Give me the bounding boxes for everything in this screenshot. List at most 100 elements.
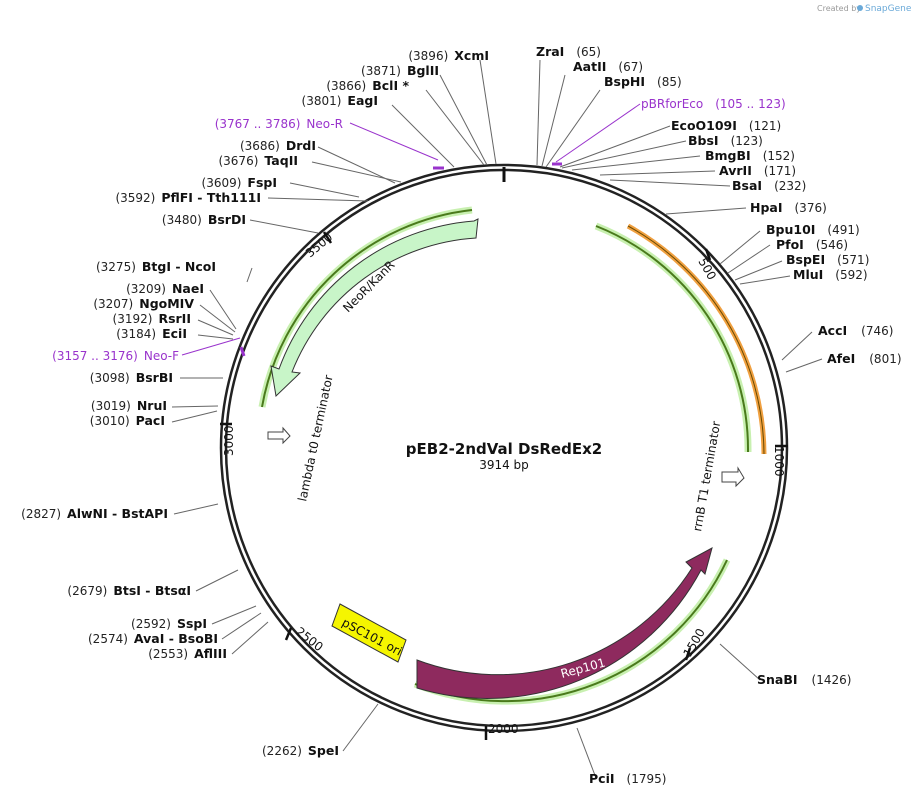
site-position: (571) (837, 253, 869, 267)
ruler-label-1000: 1000 (772, 446, 786, 477)
site-position: (3592) (115, 191, 155, 205)
site-label[interactable]: (2592)SspI (131, 616, 207, 631)
site-name: BsaI (732, 178, 762, 193)
site-name: RsrII (158, 311, 191, 326)
site-name: AatII (573, 59, 606, 74)
site-label[interactable]: (3184)EciI (116, 326, 187, 341)
site-label[interactable]: (2574)AvaI - BsoBI (88, 631, 218, 646)
site-label[interactable]: (3866)BclI * (326, 78, 409, 93)
site-name: ZraI (536, 44, 564, 59)
site-position: (3896) (408, 49, 448, 63)
ruler-label-3000: 3000 (222, 425, 236, 456)
site-label[interactable]: (3592) PflFI - Tth111I (115, 190, 261, 205)
site-label[interactable]: (3207)NgoMIV (93, 296, 194, 311)
site-name: EagI (347, 93, 378, 108)
site-name: BglII (407, 63, 439, 78)
site-label[interactable]: EcoO109I(121) (671, 118, 781, 133)
site-label[interactable]: MluI(592) (793, 267, 868, 282)
site-label[interactable]: BbsI(123) (688, 133, 763, 148)
site-name: BsrBI (136, 370, 173, 385)
site-label[interactable]: (3871)BglII (361, 63, 439, 78)
site-label[interactable]: Bpu10I (491) (766, 222, 860, 237)
site-label[interactable]: (3209)NaeI (126, 281, 204, 296)
site-name: XcmI (454, 48, 489, 63)
site-position: (171) (764, 164, 796, 178)
site-label[interactable]: (3098) BsrBI (90, 370, 173, 385)
site-label[interactable]: AccI(746) (818, 323, 893, 338)
site-label[interactable]: AfeI(801) (827, 351, 902, 366)
site-position: (3184) (116, 327, 156, 341)
site-label[interactable]: (3896) XcmI (408, 48, 489, 63)
site-position: (67) (618, 60, 643, 74)
primer-label[interactable]: pBRforEco(105 .. 123) (641, 97, 786, 111)
site-label[interactable]: HpaI(376) (750, 200, 827, 215)
site-position: (3192) (113, 312, 153, 326)
feature-rrnb-t1[interactable] (721, 466, 745, 488)
site-label[interactable]: (2553) AflIII (148, 646, 227, 661)
site-label[interactable]: BspEI(571) (786, 252, 869, 267)
site-label[interactable]: (3019)NruI (91, 398, 167, 413)
primer-label[interactable]: (3767 .. 3786)Neo-R (215, 117, 343, 131)
site-label[interactable]: (2262)SpeI (262, 743, 339, 758)
site-position: (491) (827, 223, 859, 237)
feature-lambda-t0-label: lambda t0 terminator (295, 374, 335, 503)
site-label[interactable]: BspHI (85) (604, 74, 682, 89)
site-label[interactable]: (3010)PacI (90, 413, 165, 428)
site-label[interactable]: PfoI(546) (776, 237, 848, 252)
site-label[interactable]: AvrII (171) (719, 163, 796, 178)
site-label[interactable]: (2827)AlwNI - BstAPI (21, 506, 168, 521)
site-name: AflIII (194, 646, 227, 661)
site-position: (3866) (326, 79, 366, 93)
site-label[interactable]: BsaI (232) (732, 178, 806, 193)
site-labels-left: (3896) XcmI (3871)BglII (3866)BclI * (380… (21, 48, 489, 758)
site-label[interactable]: PciI (1795) (589, 771, 666, 786)
site-name: BtgI - NcoI (142, 259, 216, 274)
site-name: PciI (589, 771, 615, 786)
credit-brand: SnapGene (865, 4, 912, 14)
site-label[interactable]: (3686)DrdI (240, 138, 316, 153)
site-name: PflFI - Tth111I (161, 190, 261, 205)
site-position: (2592) (131, 617, 171, 631)
feature-rep101[interactable] (416, 547, 713, 699)
primer-label[interactable]: (3157 .. 3176)Neo-F (52, 349, 179, 363)
site-name: NruI (137, 398, 167, 413)
site-label[interactable]: BmgBI(152) (705, 148, 795, 163)
site-label[interactable]: (3609)FspI (202, 175, 277, 190)
feature-psc101-ori[interactable] (331, 603, 407, 663)
site-label[interactable]: SnaBI(1426) (757, 672, 851, 687)
site-name: DrdI (286, 138, 316, 153)
site-position: (3098) (90, 371, 130, 385)
site-label[interactable]: (3192) RsrII (113, 311, 191, 326)
site-name: BbsI (688, 133, 719, 148)
orf-dsred (595, 225, 750, 453)
site-name: AvrII (719, 163, 752, 178)
site-label[interactable]: (3676)TaqII (218, 153, 298, 168)
site-name: PfoI (776, 237, 804, 252)
primer-neo-f-mark (239, 346, 246, 357)
site-position: (2553) (148, 647, 188, 661)
site-label[interactable]: ZraI(65) (536, 44, 601, 59)
site-position: (85) (657, 75, 682, 89)
site-name: BspHI (604, 74, 645, 89)
site-label[interactable]: (2679)BtsI - BtsαI (67, 583, 191, 598)
site-position: (152) (763, 149, 795, 163)
dsred-feature-outline (627, 225, 765, 455)
site-position: (3676) (218, 154, 258, 168)
site-position: (592) (835, 268, 867, 282)
site-label[interactable]: (3275) BtgI - NcoI (96, 259, 216, 274)
feature-rrnb-t1-label: rrnB T1 terminator (690, 420, 723, 532)
site-name: EcoO109I (671, 118, 737, 133)
site-position: (376) (795, 201, 827, 215)
site-name: PacI (136, 413, 165, 428)
feature-neor-kanr[interactable] (270, 218, 479, 398)
feature-lambda-t0[interactable] (267, 426, 291, 445)
site-label[interactable]: AatII (67) (573, 59, 643, 74)
site-position: (232) (774, 179, 806, 193)
site-position: (1426) (812, 673, 852, 687)
site-position: (3275) (96, 260, 136, 274)
site-label[interactable]: (3801)EagI (302, 93, 378, 108)
site-name: BsrDI (208, 212, 246, 227)
site-label[interactable]: (3480)BsrDI (162, 212, 246, 227)
site-name: Bpu10I (766, 222, 815, 237)
site-position: (1795) (627, 772, 667, 786)
